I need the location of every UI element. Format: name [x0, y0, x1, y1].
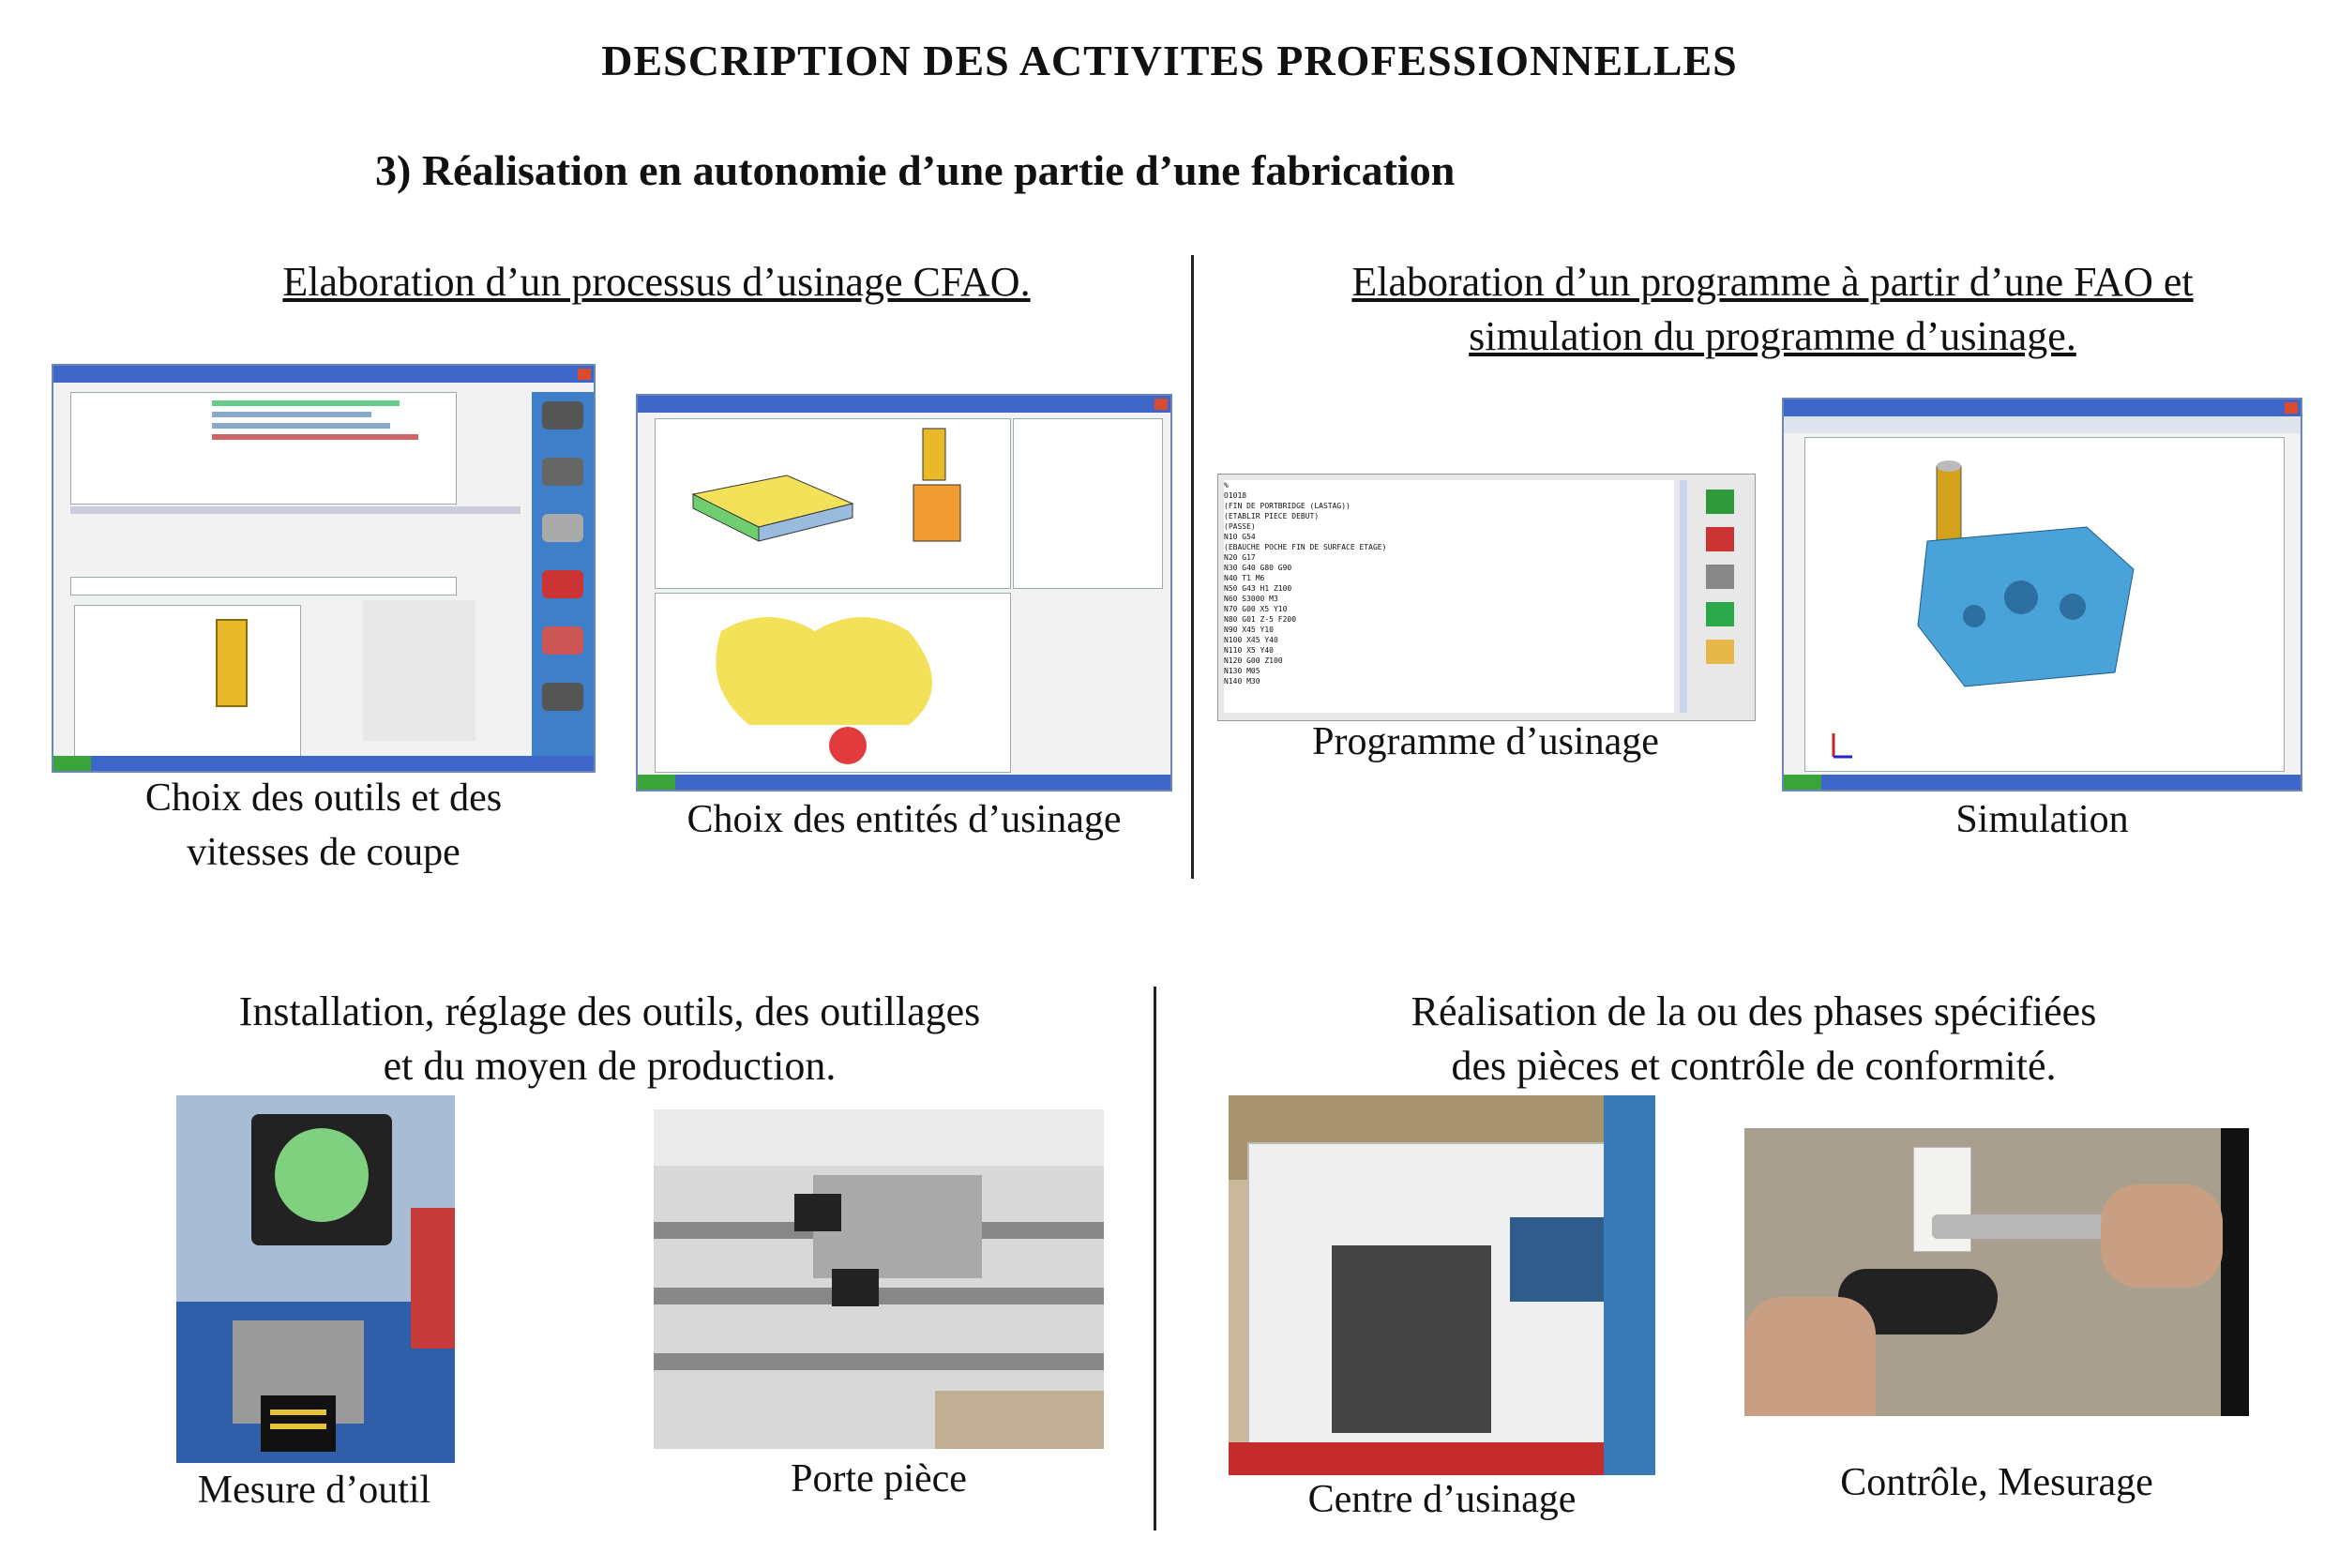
top-divider [1191, 255, 1194, 879]
program-line: N20 G17 [1224, 553, 1256, 562]
program-line: % [1224, 481, 1229, 490]
program-line: N40 T1 M6 [1224, 574, 1265, 582]
caption-tools-line1: Choix des outils et des [144, 776, 503, 820]
program-line: N140 M30 [1224, 677, 1260, 686]
caption-micrometer: Contrôle, Mesurage [1840, 1461, 2153, 1504]
program-line: N60 S3000 M3 [1224, 595, 1278, 603]
caption-machining-center: Centre d’usinage [1307, 1478, 1577, 1521]
caption-tools: Choix des outils et des vitesses de coup… [52, 771, 596, 880]
caption-entities: Choix des entités d’usinage [687, 798, 1122, 841]
photo-micrometer-control [1744, 1128, 2249, 1416]
program-line: N70 G00 X5 Y10 [1224, 605, 1288, 613]
program-line: N80 G01 Z-5 F200 [1224, 615, 1297, 624]
page-subtitle: 3) Réalisation en autonomie d’une partie… [375, 146, 1456, 194]
program-scrollbar[interactable] [1680, 480, 1687, 713]
print-icon[interactable] [1706, 565, 1734, 589]
screenshot-program-listing: %O1018 (FIN DE PORTBRIDGE (LASTAG)) (ETABL… [1217, 474, 1756, 721]
screenshot-simulation [1782, 398, 2302, 792]
caption-program: Programme d’usinage [1312, 720, 1659, 763]
save-icon[interactable] [1706, 490, 1734, 514]
program-line: N110 X5 Y40 [1224, 646, 1274, 655]
screenshot-machining-entities [636, 394, 1172, 792]
section-program-heading-line2: simulation du programme d’usinage. [1469, 313, 2076, 359]
caption-tool-measure: Mesure d’outil [197, 1469, 431, 1512]
caption-tools-line2: vitesses de coupe [187, 831, 460, 874]
program-line: N10 G54 [1224, 533, 1256, 541]
photo-workholding [654, 1109, 1104, 1449]
program-line: N90 X45 Y10 [1224, 626, 1274, 634]
program-toolbar [1697, 484, 1743, 709]
folder-icon[interactable] [1706, 640, 1734, 664]
green-icon[interactable] [1706, 602, 1734, 626]
section-realisation-heading-line1: Réalisation de la ou des phases spécifié… [1411, 988, 2097, 1034]
cad-part-view [691, 428, 961, 542]
program-line: N120 G00 Z100 [1224, 656, 1283, 665]
program-line: (FIN DE PORTBRIDGE (LASTAG)) [1224, 502, 1351, 510]
page-title: DESCRIPTION DES ACTIVITES PROFESSIONNELL… [601, 37, 1738, 84]
section-program-heading-line1: Elaboration d’un programme à partir d’un… [1351, 259, 2194, 305]
caption-workholding: Porte pièce [791, 1457, 967, 1500]
record-icon[interactable] [1706, 527, 1734, 551]
program-line: (PASSE) [1224, 522, 1256, 531]
program-line: N30 G40 G80 G90 [1224, 564, 1292, 572]
caption-simulation: Simulation [1955, 798, 2129, 841]
section-realisation-heading-line2: des pièces et contrôle de conformité. [1451, 1043, 2057, 1089]
section-cfao-heading: Elaboration d’un processus d’usinage CFA… [282, 259, 1031, 305]
photo-tool-measurement [176, 1095, 455, 1463]
program-line: N100 X45 Y40 [1224, 636, 1278, 644]
program-line: (ETABLIR PIECE DEBUT) [1224, 512, 1320, 520]
program-line: N50 G43 H1 Z100 [1224, 584, 1292, 593]
bottom-divider [1154, 987, 1156, 1530]
program-line: (EBAUCHE POCHE FIN DE SURFACE ETAGE) [1224, 543, 1387, 551]
program-line: N130 M05 [1224, 667, 1260, 675]
section-install-heading-line2: et du moyen de production. [383, 1043, 837, 1089]
section-install-heading-line1: Installation, réglage des outils, des ou… [238, 988, 981, 1034]
section-install-heading: Installation, réglage des outils, des ou… [113, 985, 1107, 1093]
cad-top-view [716, 617, 932, 764]
section-realisation-heading: Réalisation de la ou des phases spécifié… [1210, 985, 2298, 1093]
simulation-view [1832, 460, 2135, 759]
program-code: %O1018 (FIN DE PORTBRIDGE (LASTAG)) (ETABL… [1224, 480, 1674, 713]
section-program-heading: Elaboration d’un programme à partir d’un… [1247, 255, 2298, 364]
screenshot-tool-choice [52, 364, 596, 773]
photo-machining-center [1229, 1095, 1655, 1475]
program-line: O1018 [1224, 491, 1247, 500]
